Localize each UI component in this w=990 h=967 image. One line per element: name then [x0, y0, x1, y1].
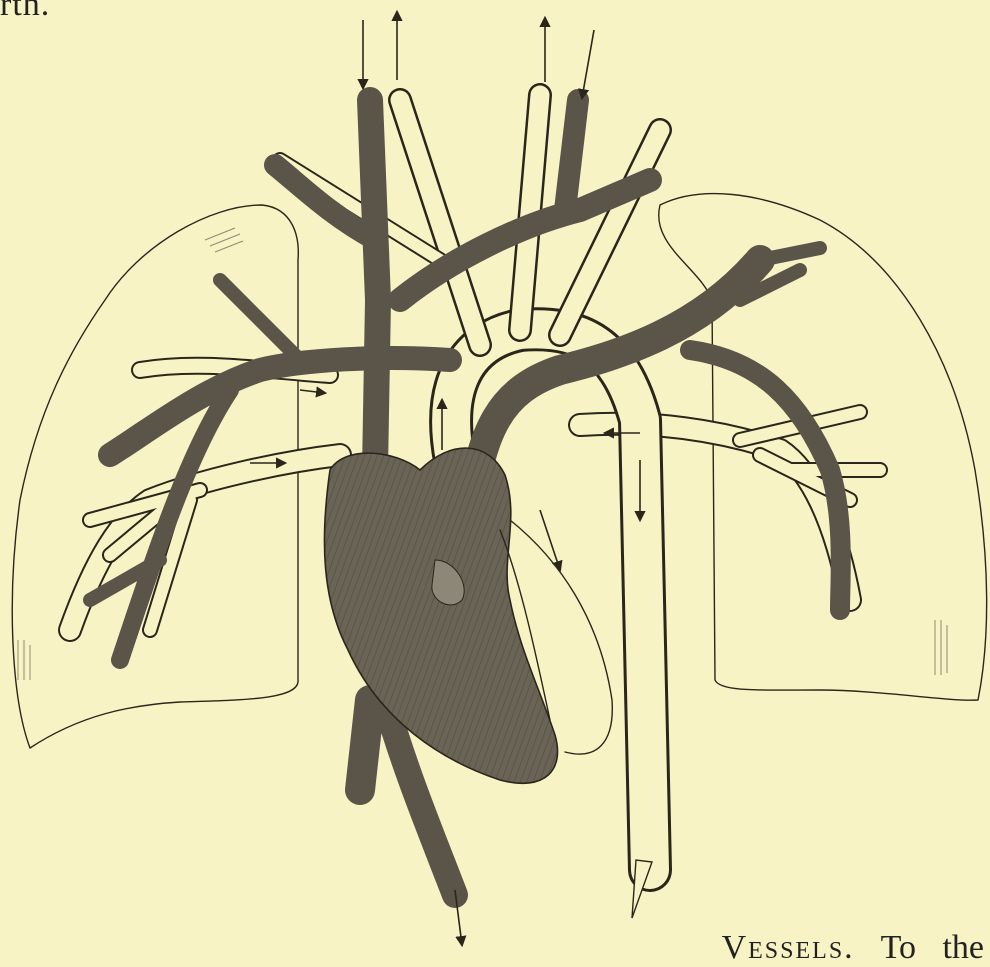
bottom-text-tail: To the: [881, 929, 984, 966]
bottom-text-word: Vessels.: [722, 929, 855, 966]
bottom-text-fragment: Vessels. To the: [722, 929, 984, 967]
